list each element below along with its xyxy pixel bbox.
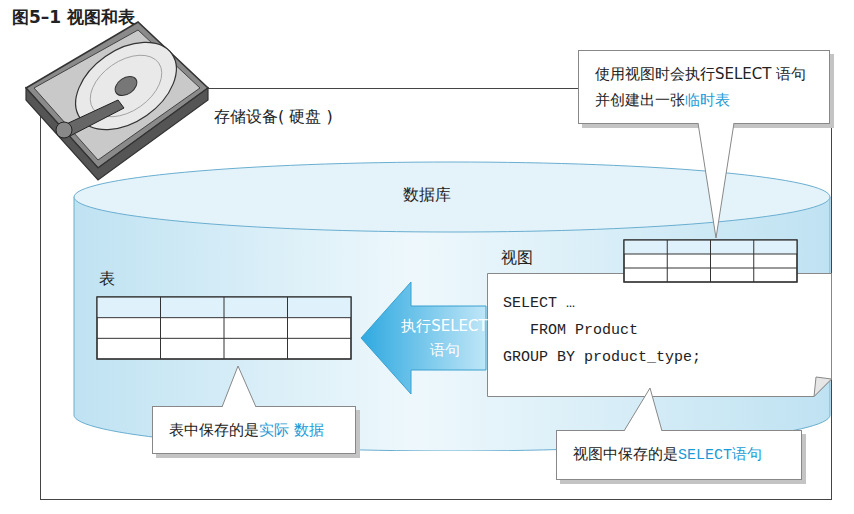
table-label: 表 — [99, 269, 115, 290]
view-label: 视图 — [501, 248, 533, 269]
callout-paragraph: 表中保存的是实际 数据 — [169, 417, 339, 443]
callout-box: 使用视图时会执行SELECT 语句并创建出一张临时表 — [578, 50, 830, 124]
arrow-label: 执行SELECT 语句 — [397, 314, 493, 362]
callout-tail — [624, 388, 662, 431]
sql-line: FROM Product — [503, 317, 701, 344]
view-box: 视图SELECT …FROM ProductGROUP BY product_t… — [487, 273, 832, 397]
sql-block: SELECT …FROM ProductGROUP BY product_typ… — [503, 290, 701, 371]
callout-text: 视图中保存的是 — [573, 445, 678, 463]
highlight-text: 实际 数据 — [259, 421, 324, 439]
sql-line: GROUP BY product_type; — [503, 344, 701, 371]
sql-line: SELECT … — [503, 290, 701, 317]
temporary-table-grid — [623, 239, 799, 285]
callout-box: 表中保存的是实际 数据 — [152, 406, 356, 454]
table-grid — [93, 269, 355, 365]
callout-paragraph: 视图中保存的是SELECT语句 — [573, 441, 785, 469]
database-label: 数据库 — [403, 185, 451, 206]
callout-paragraph: 使用视图时会执行SELECT 语句并创建出一张临时表 — [595, 61, 813, 113]
table-grid-lines — [97, 297, 351, 359]
figure-title: 图5–1 视图和表 — [12, 6, 135, 29]
table-box: 表 — [93, 269, 355, 365]
temporary-table-lines — [624, 240, 797, 282]
block-arrow — [361, 282, 486, 394]
highlight-text: 临时表 — [685, 91, 730, 109]
hard-disk-illustration — [26, 22, 208, 180]
callout-box: 视图中保存的是SELECT语句 — [556, 430, 802, 480]
callout-text: 表中保存的是 — [169, 421, 259, 439]
callout-tail — [222, 366, 256, 407]
callout-tail — [698, 123, 734, 238]
highlight-text: SELECT语句 — [678, 447, 762, 464]
storage-label: 存储设备( 硬盘 ) — [214, 107, 333, 128]
